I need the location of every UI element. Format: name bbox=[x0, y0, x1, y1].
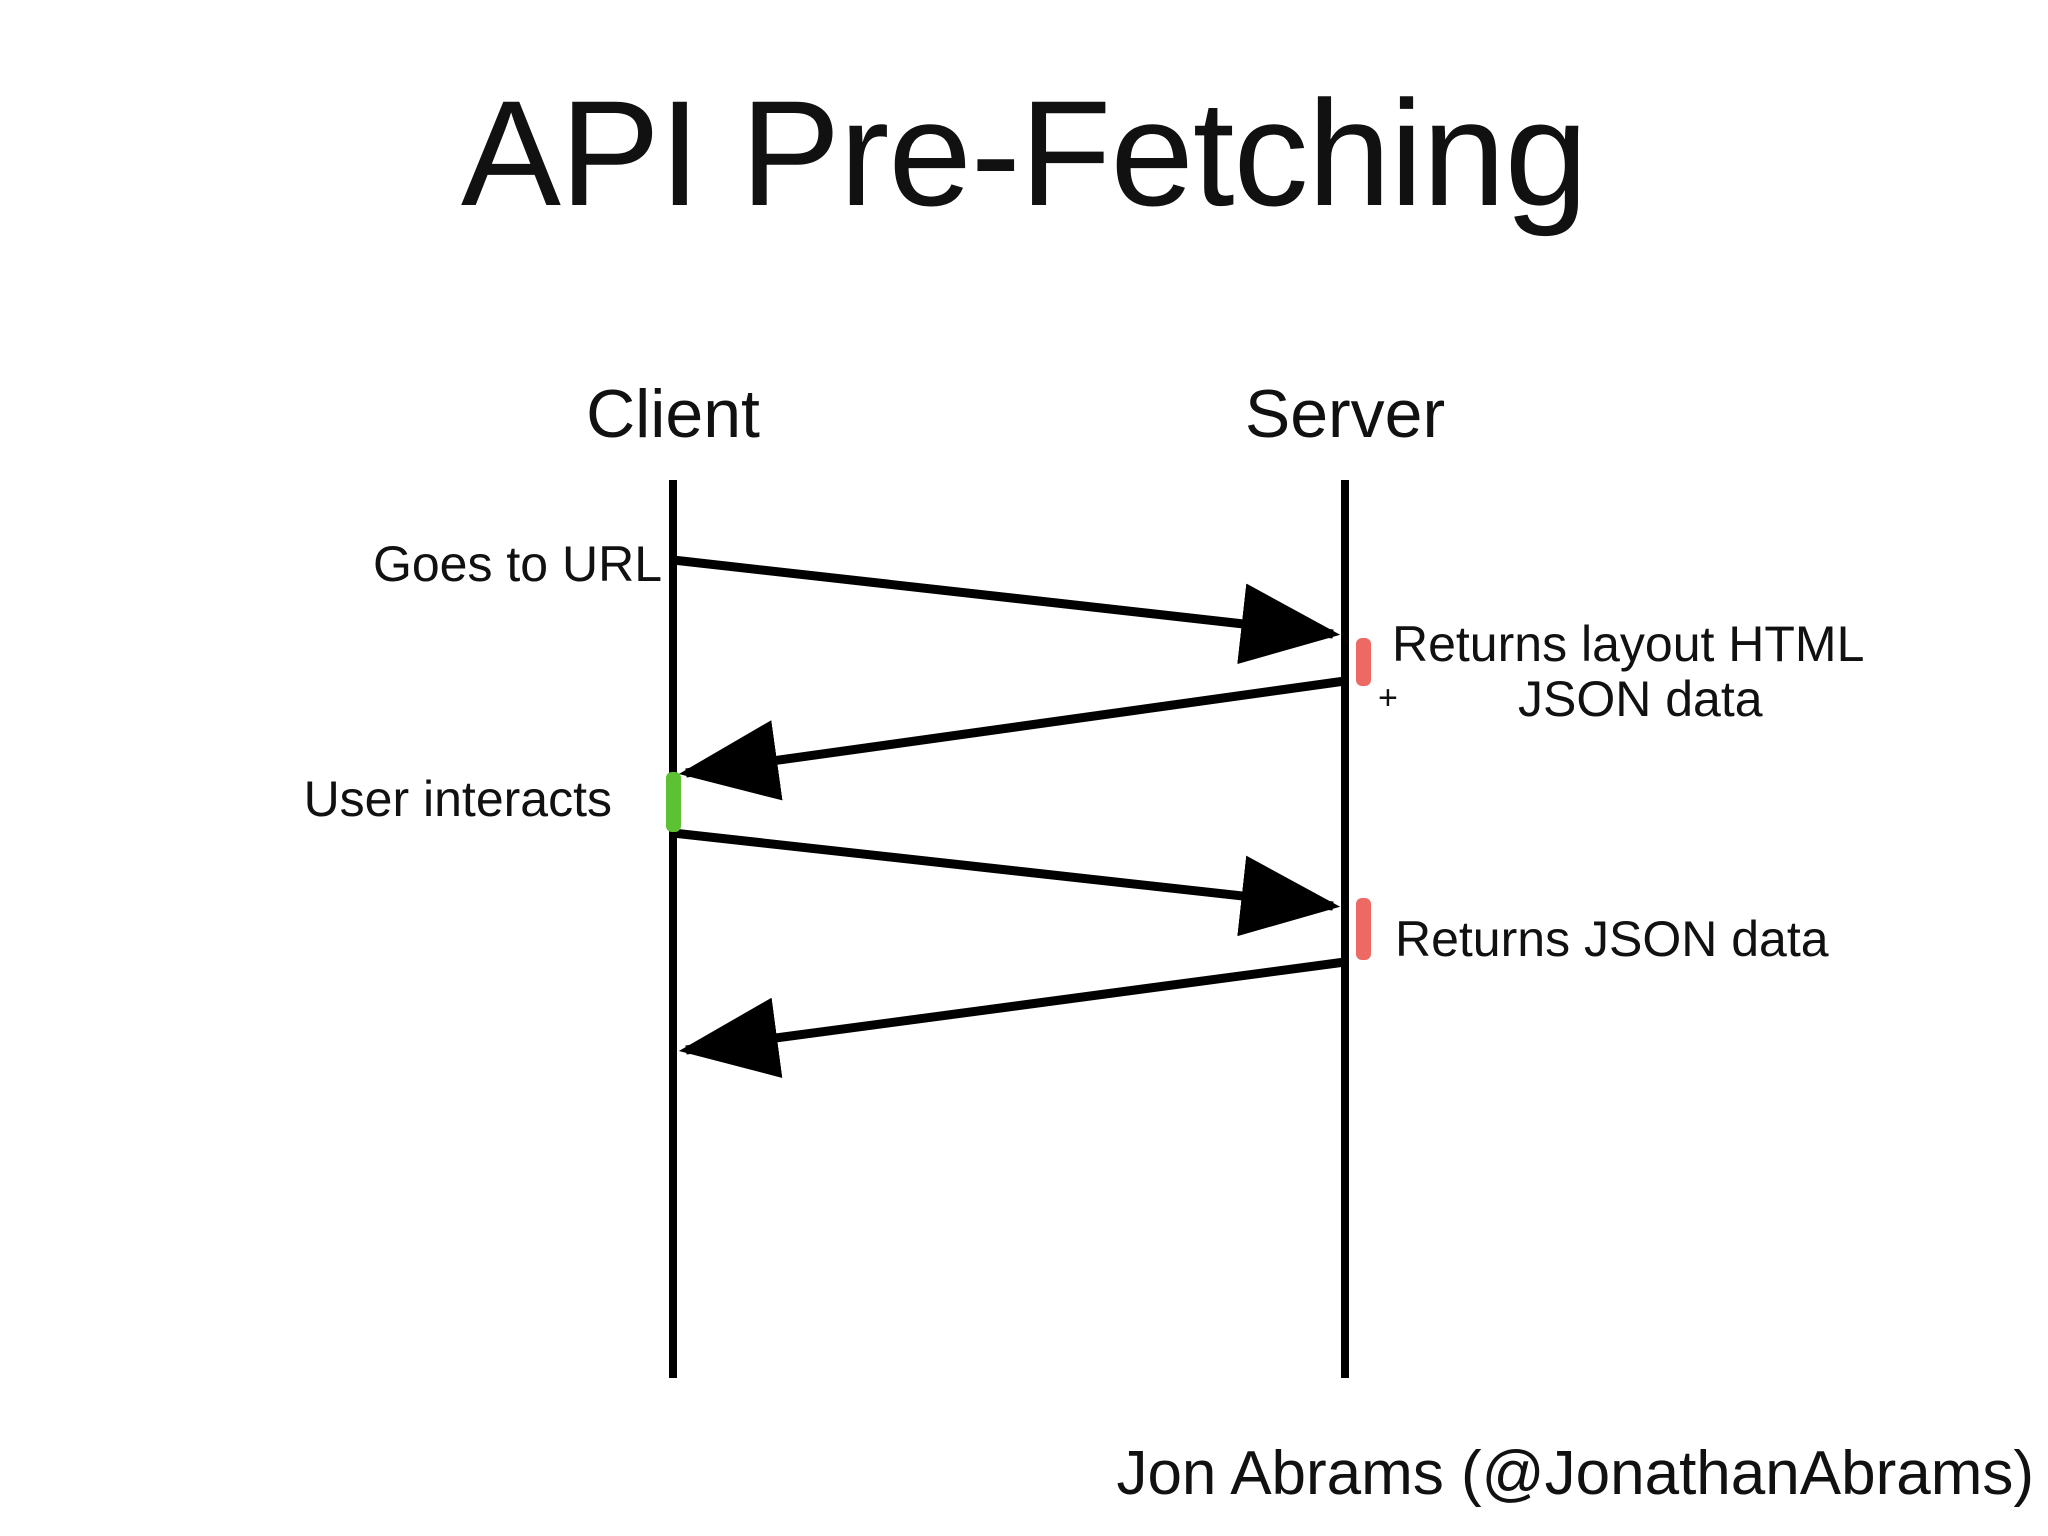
message-label-returns-layout-html: Returns layout HTML bbox=[1392, 616, 1865, 672]
message-arrow-user-interacts bbox=[672, 828, 1341, 937]
actor-label-client: Client bbox=[586, 376, 760, 452]
message-label-goes-to-url: Goes to URL bbox=[372, 536, 662, 592]
activation-marker-server-1 bbox=[1356, 638, 1371, 686]
message-label-plus-sign: + bbox=[1378, 679, 1398, 717]
message-label-returns-json-data: Returns JSON data bbox=[1395, 911, 1829, 967]
actor-label-server: Server bbox=[1244, 376, 1446, 452]
message-label-json-data: JSON data bbox=[1518, 671, 1763, 727]
activation-marker-client-1 bbox=[666, 772, 681, 832]
page-title: API Pre-Fetching bbox=[460, 69, 1588, 237]
activation-marker-server-2 bbox=[1356, 898, 1371, 960]
message-arrow-returns-layout-html bbox=[678, 676, 1346, 801]
message-arrow-returns-json-data bbox=[678, 957, 1346, 1078]
message-arrow-goes-to-url bbox=[672, 555, 1341, 665]
footer-credit: Jon Abrams (@JonathanAbrams) bbox=[1116, 1439, 2034, 1508]
message-label-user-interacts: User interacts bbox=[303, 771, 612, 827]
